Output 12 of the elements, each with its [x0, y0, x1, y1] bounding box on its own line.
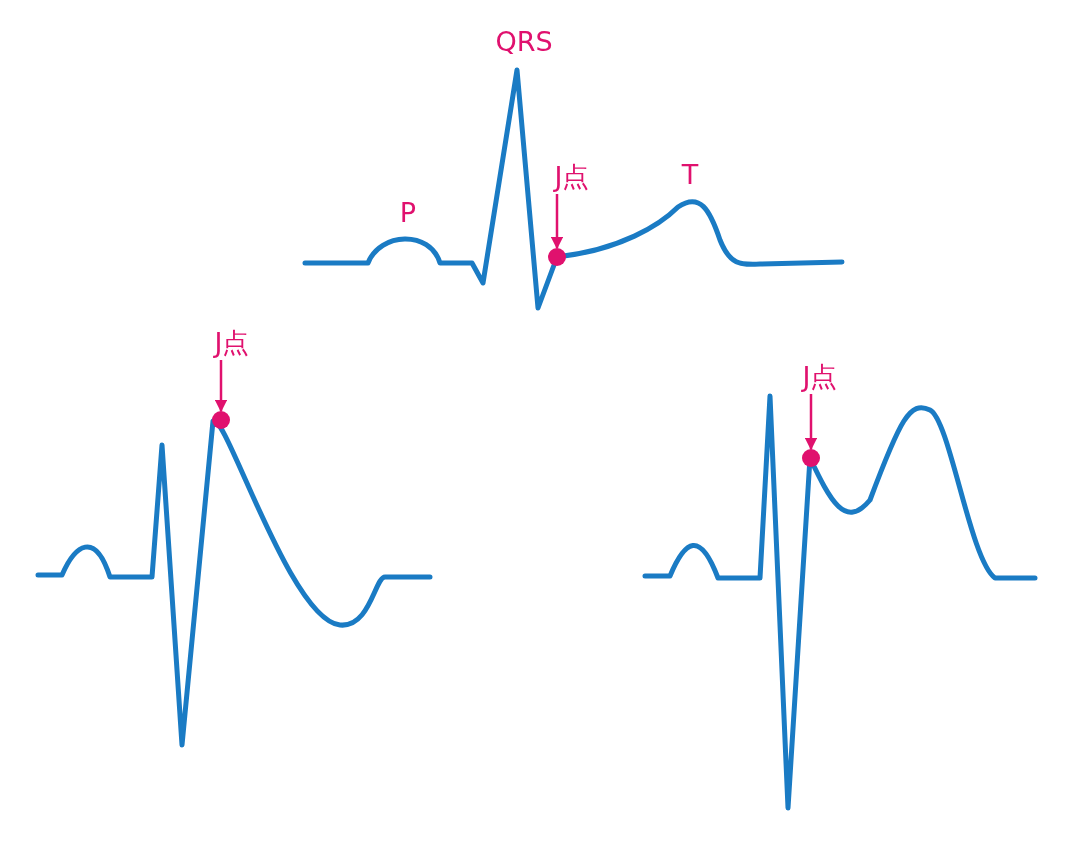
point-label: J点 [200, 326, 264, 360]
point-label: J点 [788, 360, 852, 394]
arrow [214, 360, 228, 413]
wave-label: P [399, 196, 417, 230]
j-point-dot [548, 248, 566, 266]
arrow [550, 194, 564, 250]
wave-label: T [681, 158, 699, 192]
point-label: J点 [540, 160, 604, 194]
j-point-dot [802, 449, 820, 467]
j-point-dot [212, 411, 230, 429]
wave-label: QRS [495, 25, 553, 59]
arrow [804, 394, 818, 451]
